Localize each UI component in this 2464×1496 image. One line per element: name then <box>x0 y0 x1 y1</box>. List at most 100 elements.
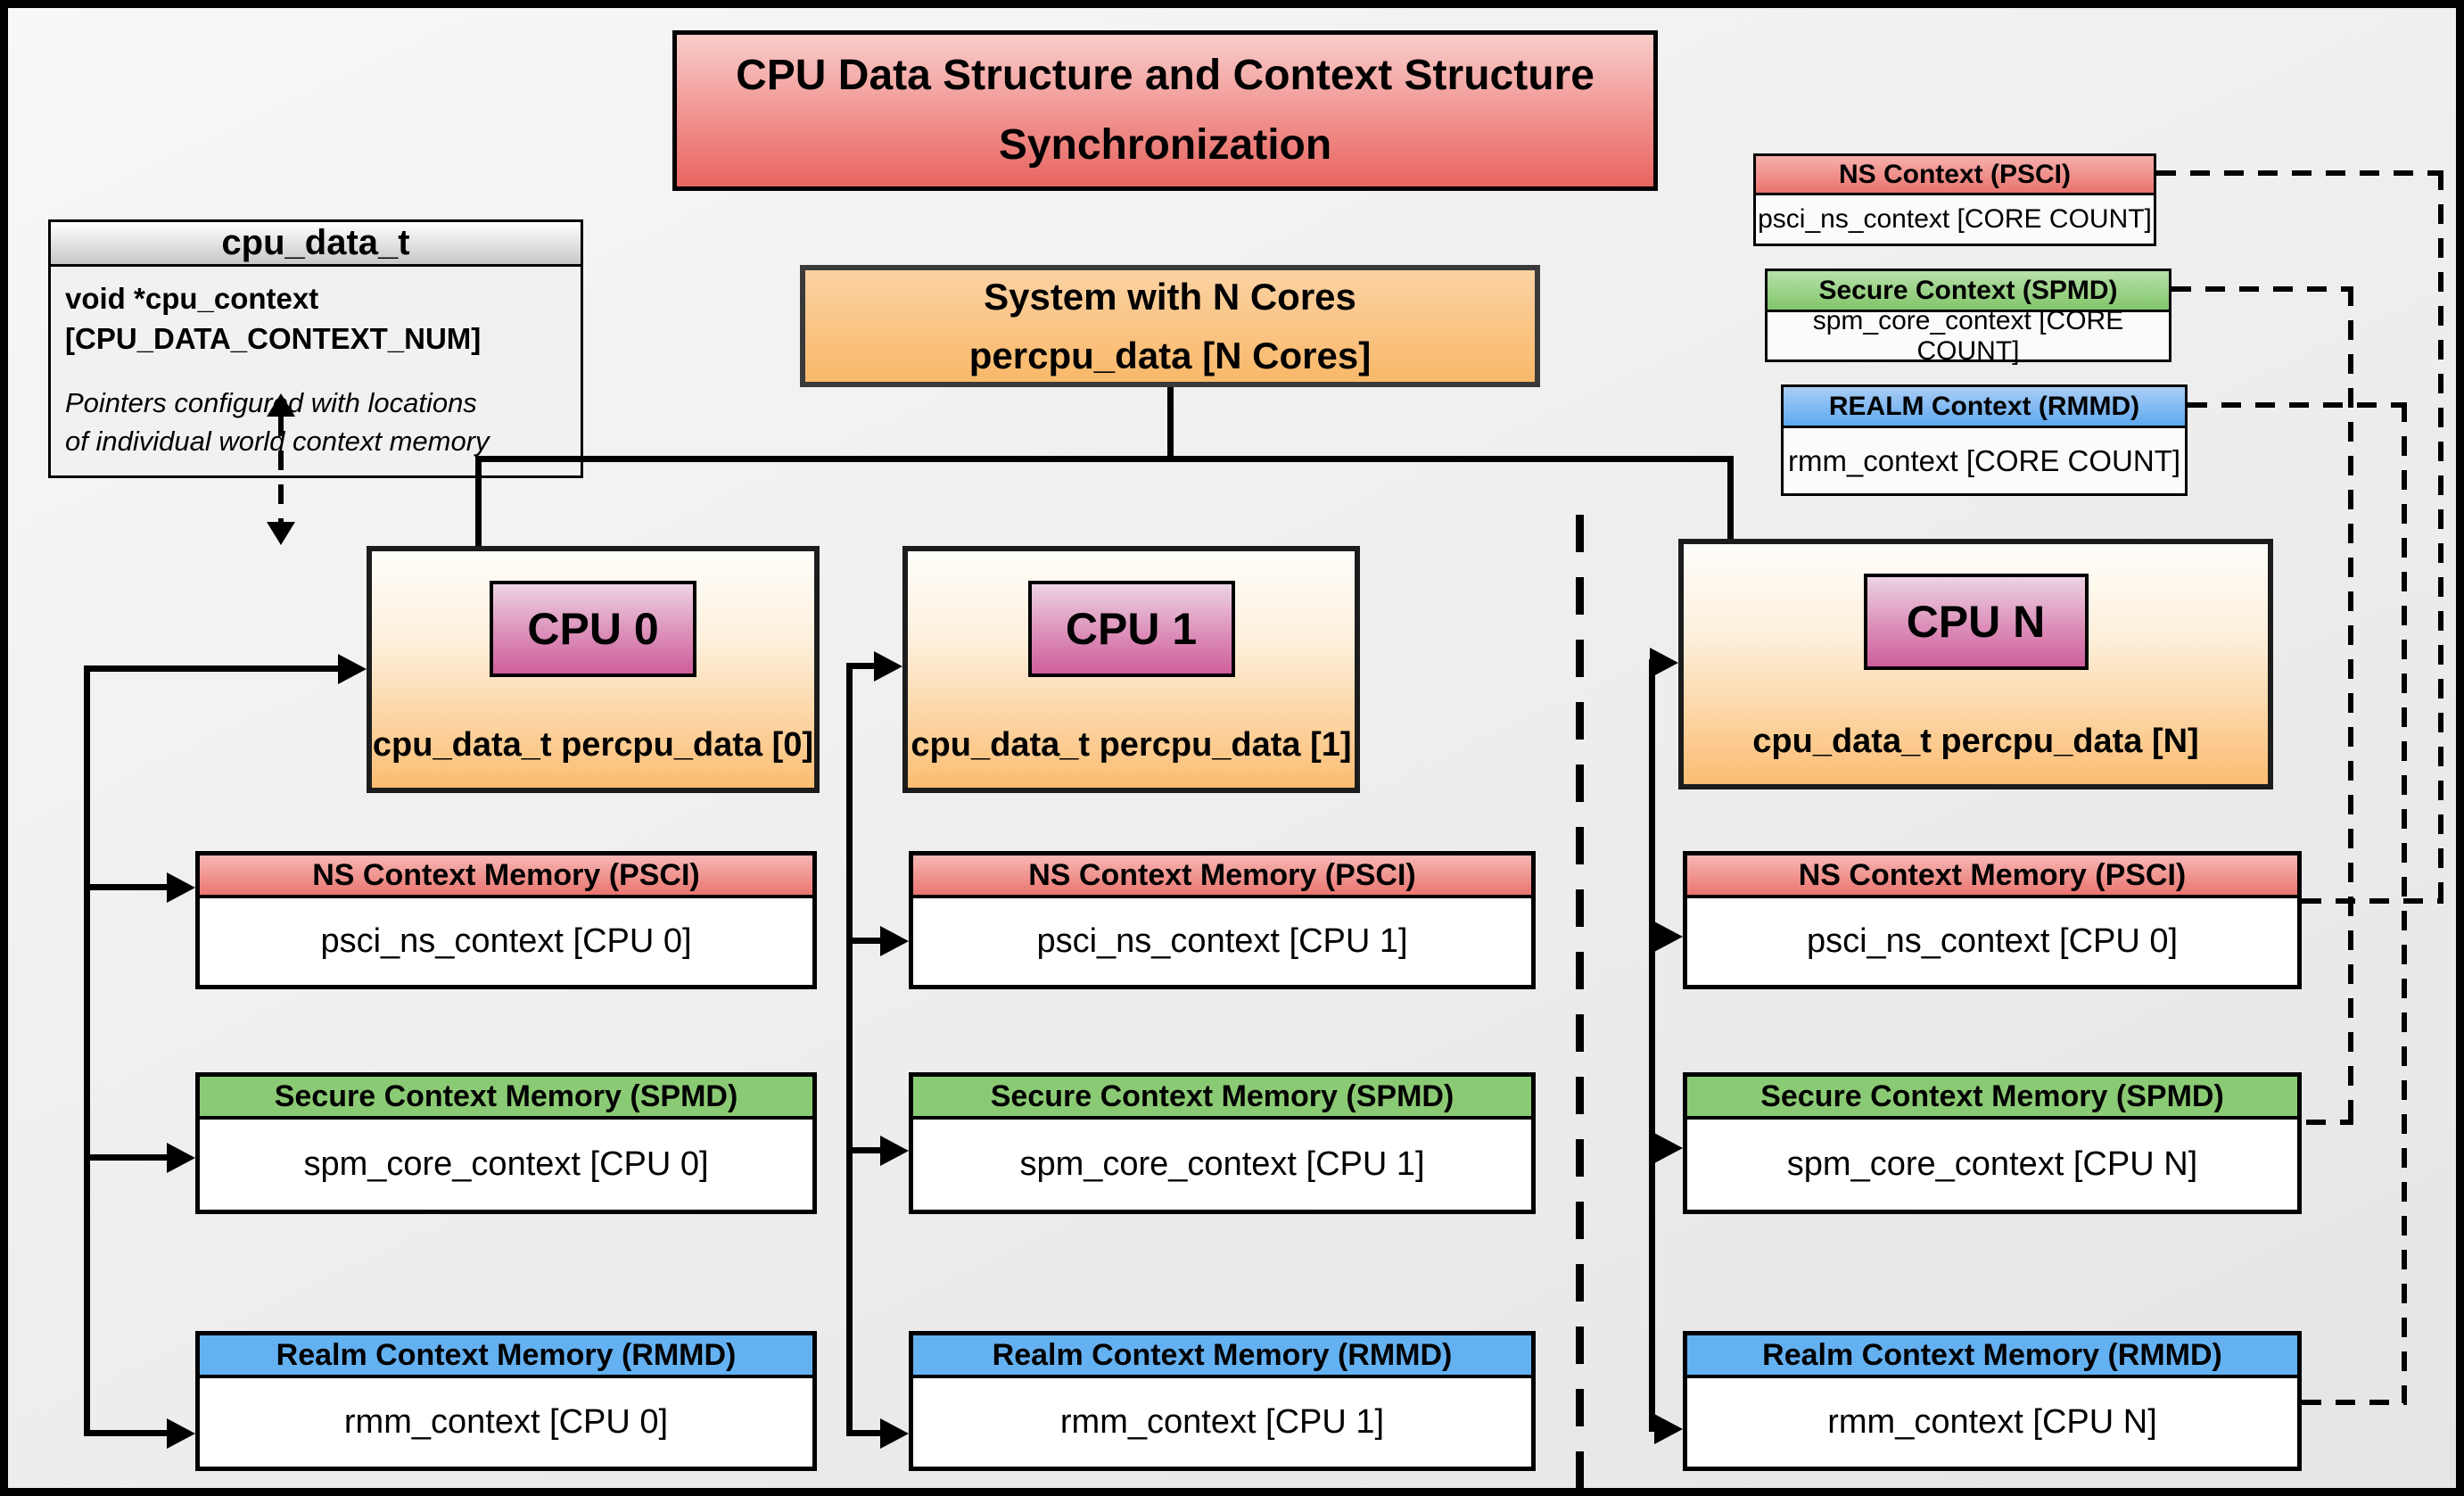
cpu1-label: CPU 1 <box>1027 581 1235 677</box>
legend-rmmd-header: REALM Context (RMMD) <box>1784 387 2185 428</box>
connector-branch-to-cpun <box>1727 456 1734 539</box>
cpu-data-t-field-line1: void *cpu_context <box>65 282 319 315</box>
connector-cpu0-ns-line <box>84 884 169 890</box>
cpu1-ns-context-memory: NS Context Memory (PSCI) psci_ns_context… <box>909 851 1536 989</box>
dash-rmmd-top <box>2188 402 2407 408</box>
dash-spmd-vertical <box>2348 286 2353 1123</box>
cpun-realm-arrow-icon <box>1654 1414 1683 1444</box>
cpu0-secure-header: Secure Context Memory (SPMD) <box>200 1077 812 1120</box>
cpu0-box: CPU 0 cpu_data_t percpu_data [0] <box>367 546 820 793</box>
cpun-ns-arrow-icon <box>1654 922 1683 952</box>
cpun-label: CPU N <box>1863 574 2089 670</box>
cpu1-realm-context-memory: Realm Context Memory (RMMD) rmm_context … <box>909 1331 1536 1471</box>
cpu-data-t-note: Pointers configured with locations of in… <box>65 384 566 461</box>
system-box: System with N Cores percpu_data [N Cores… <box>800 265 1540 387</box>
cpu0-realm-context-memory: Realm Context Memory (RMMD) rmm_context … <box>195 1331 817 1471</box>
legend-spmd-header: Secure Context (SPMD) <box>1768 271 2169 312</box>
legend-psci-header: NS Context (PSCI) <box>1756 156 2154 195</box>
dash-psci-top <box>2156 170 2443 176</box>
cpu1-data-label: cpu_data_t percpu_data [1] <box>911 726 1352 764</box>
connector-cpun-ns-line <box>1649 933 1656 939</box>
cpu1-ns-arrow-icon <box>880 926 909 956</box>
connector-cpu1-realm-line <box>846 1430 882 1436</box>
connector-cpu1-arrow-line <box>846 663 876 669</box>
cpu-data-t-body: void *cpu_context [CPU_DATA_CONTEXT_NUM]… <box>51 267 581 474</box>
cpu0-secure-arrow-icon <box>167 1143 195 1173</box>
connector-cpu0-arrow-line <box>84 665 340 672</box>
cpu0-arrow-icon <box>338 654 367 684</box>
cpu1-secure-body: spm_core_context [CPU 1] <box>1019 1145 1425 1183</box>
cpu0-ns-header: NS Context Memory (PSCI) <box>200 855 812 898</box>
cpu0-ns-context-memory: NS Context Memory (PSCI) psci_ns_context… <box>195 851 817 989</box>
cpun-ns-body: psci_ns_context [CPU 0] <box>1806 922 2179 960</box>
cpun-realm-header: Realm Context Memory (RMMD) <box>1687 1335 2297 1378</box>
dash-rmmd-bottom <box>2302 1400 2407 1405</box>
cpu0-secure-body: spm_core_context [CPU 0] <box>303 1145 709 1183</box>
connector-cpudata-cpu0-dashed <box>278 417 284 524</box>
connector-cpu0-realm-line <box>84 1430 169 1436</box>
cpu-data-t-field-line2: [CPU_DATA_CONTEXT_NUM] <box>65 321 482 355</box>
cpu0-ns-body: psci_ns_context [CPU 0] <box>320 922 692 960</box>
connector-branch-to-cpu0 <box>475 456 482 546</box>
cpu1-arrow-icon <box>874 651 902 682</box>
cpu-data-t-note-line1: Pointers configured with locations <box>65 387 477 419</box>
legend-secure-context-spmd: Secure Context (SPMD) spm_core_context [… <box>1765 269 2171 366</box>
cpu1-realm-header: Realm Context Memory (RMMD) <box>913 1335 1531 1378</box>
cpu0-label: CPU 0 <box>490 581 696 677</box>
connector-cpu0-secure-line <box>84 1154 169 1161</box>
diagram-title-line1: CPU Data Structure and Context Structure <box>736 52 1595 100</box>
cpu1-realm-body: rmm_context [CPU 1] <box>1059 1403 1385 1441</box>
legend-rmmd-body: rmm_context [CORE COUNT] <box>1787 443 2181 477</box>
connector-cpun-realm-line <box>1649 1426 1656 1432</box>
system-box-line2: percpu_data [N Cores] <box>968 334 1372 376</box>
cpu1-secure-header: Secure Context Memory (SPMD) <box>913 1077 1531 1120</box>
cpu1-ns-body: psci_ns_context [CPU 1] <box>1036 922 1408 960</box>
cpun-ns-header: NS Context Memory (PSCI) <box>1687 855 2297 898</box>
legend-ns-context-psci: NS Context (PSCI) psci_ns_context [CORE … <box>1753 153 2156 246</box>
connector-branch-horizontal <box>475 456 1734 462</box>
cpu-data-t-header: cpu_data_t <box>51 222 581 267</box>
cpun-realm-body: rmm_context [CPU N] <box>1827 1403 2157 1441</box>
cpu0-secure-context-memory: Secure Context Memory (SPMD) spm_core_co… <box>195 1072 817 1214</box>
cpun-ns-context-memory: NS Context Memory (PSCI) psci_ns_context… <box>1683 851 2302 989</box>
cpu1-ns-header: NS Context Memory (PSCI) <box>913 855 1531 898</box>
double-arrow-down-icon <box>267 522 295 545</box>
cpun-secure-body: spm_core_context [CPU N] <box>1786 1145 2198 1183</box>
column-separator-dashed <box>1576 515 1584 1488</box>
cpu-data-t-box: cpu_data_t void *cpu_context [CPU_DATA_C… <box>48 219 583 478</box>
diagram-title-line2: Synchronization <box>998 121 1332 169</box>
connector-cpu0-vertical <box>84 665 90 1436</box>
system-box-line1: System with N Cores <box>984 276 1356 318</box>
connector-cpu1-vertical <box>846 663 853 1436</box>
dash-psci-vertical <box>2438 170 2443 902</box>
cpu1-secure-arrow-icon <box>880 1136 909 1166</box>
connector-system-drop <box>1167 387 1174 462</box>
legend-psci-body: psci_ns_context [CORE COUNT] <box>1758 204 2152 234</box>
cpu0-ns-arrow-icon <box>167 872 195 903</box>
connector-cpun-secure-line <box>1649 1145 1656 1151</box>
connector-cpun-vertical <box>1649 659 1655 1432</box>
cpun-secure-header: Secure Context Memory (SPMD) <box>1687 1077 2297 1120</box>
connector-cpu1-ns-line <box>846 938 882 944</box>
double-arrow-up-icon <box>267 393 295 417</box>
cpun-arrow-icon <box>1650 648 1678 678</box>
dash-spmd-bottom <box>2306 1120 2353 1125</box>
cpu-data-t-note-line2: of individual world context memory <box>65 426 490 458</box>
diagram-title: CPU Data Structure and Context Structure… <box>672 30 1658 191</box>
connector-cpu1-secure-line <box>846 1147 882 1153</box>
cpu0-realm-arrow-icon <box>167 1418 195 1449</box>
cpun-realm-context-memory: Realm Context Memory (RMMD) rmm_context … <box>1683 1331 2302 1471</box>
cpu1-realm-arrow-icon <box>880 1418 909 1449</box>
legend-spmd-body: spm_core_context [CORE COUNT] <box>1812 305 2124 366</box>
cpun-data-label: cpu_data_t percpu_data [N] <box>1752 723 2199 760</box>
cpu0-realm-body: rmm_context [CPU 0] <box>343 1403 669 1441</box>
cpun-box: CPU N cpu_data_t percpu_data [N] <box>1678 539 2273 789</box>
cpun-secure-arrow-icon <box>1654 1133 1683 1163</box>
cpun-secure-context-memory: Secure Context Memory (SPMD) spm_core_co… <box>1683 1072 2302 1214</box>
legend-realm-context-rmmd: REALM Context (RMMD) rmm_context [CORE C… <box>1781 384 2188 496</box>
cpu1-box: CPU 1 cpu_data_t percpu_data [1] <box>902 546 1360 793</box>
dash-psci-bottom <box>2302 898 2443 904</box>
dash-rmmd-vertical <box>2402 402 2407 1403</box>
dash-spmd-top <box>2171 286 2353 292</box>
